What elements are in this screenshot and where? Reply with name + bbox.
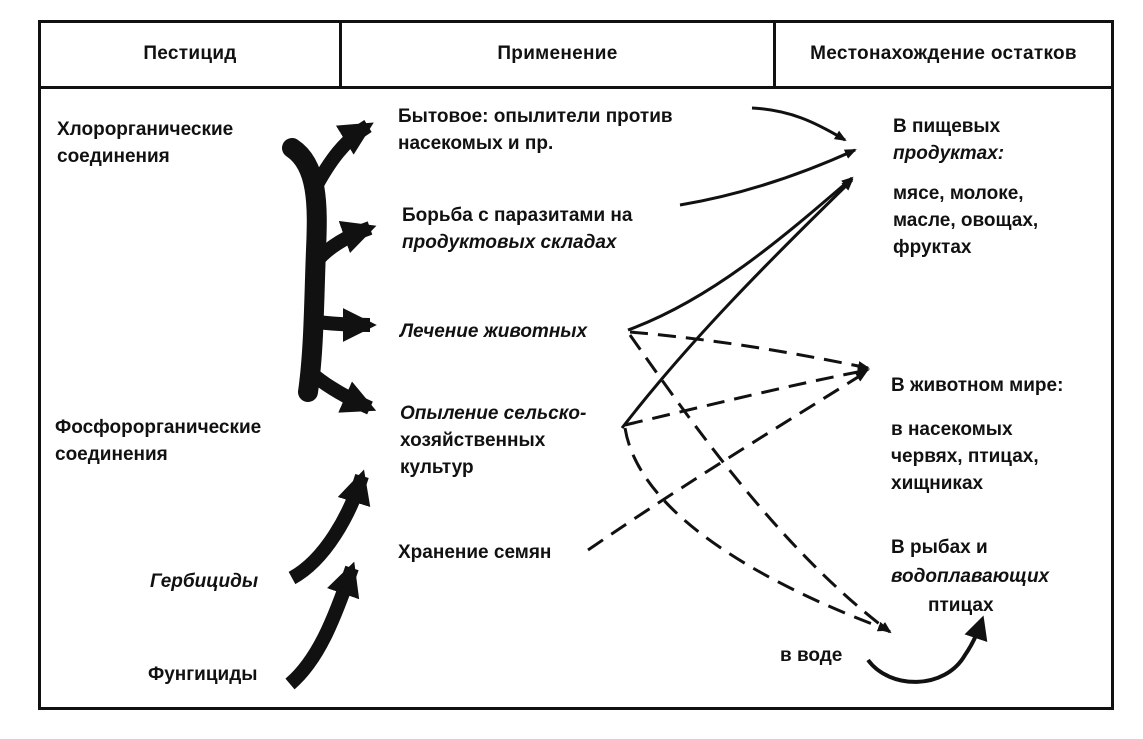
use-seed-storage: Хранение семян	[398, 542, 552, 563]
pesticide-organophosphate-line2: соединения	[55, 444, 168, 465]
header-divider	[38, 86, 1114, 89]
diagram-frame	[38, 20, 1114, 710]
header-separator-2	[773, 20, 776, 89]
residue-wildlife-line1: В животном мире:	[891, 375, 1064, 396]
arrow-seeds-to-wildlife	[587, 370, 868, 552]
residue-fish-line1: В рыбах и	[891, 537, 988, 558]
residue-wildlife-line3: червях, птицах,	[891, 446, 1039, 467]
column-header-pesticide: Пестицид	[143, 43, 237, 64]
thick-bracket-arrows	[282, 120, 377, 415]
arrow-crops-to-wildlife	[624, 366, 870, 427]
use-household-line2: насекомых и пр.	[398, 133, 554, 154]
pesticide-fungicides: Фунгициды	[148, 664, 258, 685]
pesticide-herbicides: Гербициды	[150, 571, 259, 592]
residue-wildlife-line2: в насекомых	[891, 419, 1013, 440]
arrow-animals-to-fish	[628, 334, 892, 634]
header-separator-1	[339, 20, 342, 89]
residue-food-line5: фруктах	[893, 237, 972, 258]
arrow-animals-to-wildlife	[629, 330, 870, 371]
use-household-line1: Бытовое: опылители против	[398, 106, 673, 127]
column-header-residues: Местонахождение остатков	[810, 43, 1077, 64]
use-crop-dusting-line3: культур	[400, 457, 474, 478]
residue-food-line4: масле, овощах,	[893, 210, 1039, 231]
column-header-use: Применение	[497, 43, 618, 64]
use-crop-dusting-line2: хозяйственных	[400, 430, 546, 451]
arrow-animals-to-food	[627, 176, 854, 332]
residue-fish-line2: водоплавающих	[891, 566, 1050, 587]
arrow-household-to-food	[751, 106, 847, 142]
pesticide-organochlorine-line2: соединения	[57, 146, 170, 167]
arrow-crops-to-fish	[623, 427, 890, 632]
fungicide-arrow	[285, 561, 360, 690]
use-crop-dusting-line1: Опыление сельско-	[400, 403, 587, 424]
pesticide-organophosphate-line1: Фосфорорганические	[55, 417, 262, 438]
herbicide-arrow	[288, 469, 371, 585]
residue-food-line1: В пищевых	[893, 116, 1001, 137]
use-animal-treatment: Лечение животных	[400, 321, 588, 342]
arrow-crops-to-food	[620, 178, 854, 429]
use-storage-line2: продуктовых складах	[402, 232, 617, 253]
residue-water: в воде	[780, 645, 843, 666]
arrow-water-to-fish	[866, 615, 988, 684]
residue-food-line2: продуктах:	[893, 143, 1005, 164]
use-storage-line1: Борьба с паразитами на	[402, 205, 633, 226]
residue-fish-line3: птицах	[928, 595, 994, 616]
arrow-storage-to-food	[679, 148, 857, 207]
pesticide-organochlorine-line1: Хлорорганические	[57, 119, 234, 140]
residue-food-line3: мясе, молоке,	[893, 183, 1024, 204]
residue-wildlife-line4: хищниках	[891, 473, 984, 494]
